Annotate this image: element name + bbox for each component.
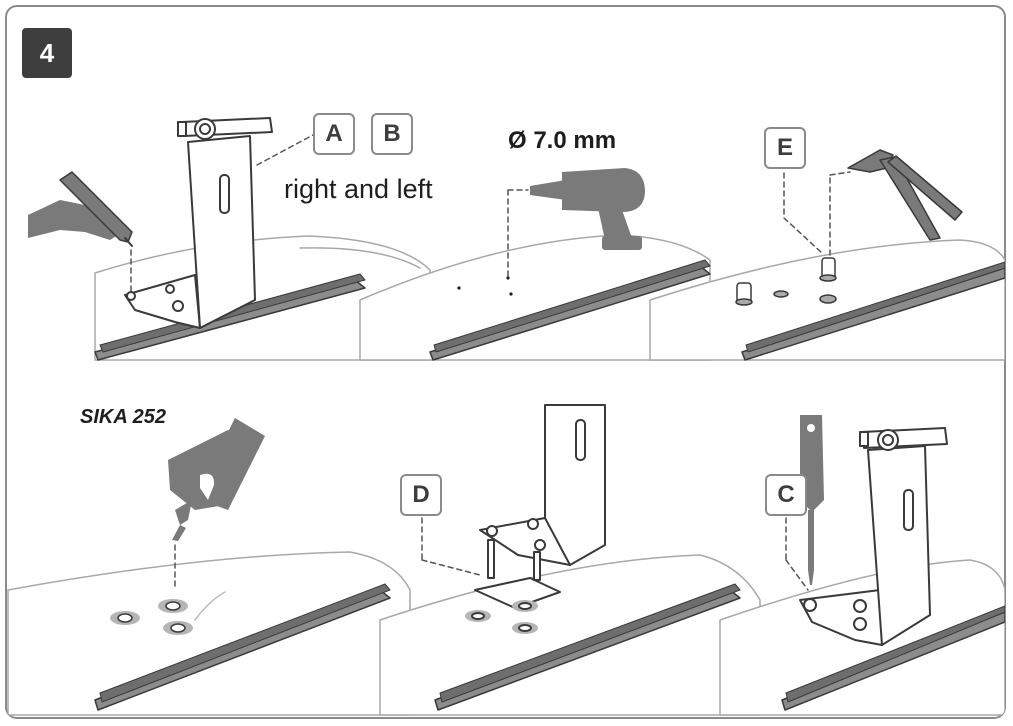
rivet-gun-icon	[847, 149, 963, 241]
callout-label-c: C	[765, 474, 807, 516]
bracket-foot-exploded	[421, 404, 606, 634]
sealant-product-label: SIKA 252	[80, 406, 166, 428]
panel-2-rail	[429, 259, 711, 361]
panel-3-rail	[741, 261, 1005, 361]
panel-5-rail	[434, 583, 741, 711]
callout-label-e: E	[764, 127, 806, 169]
step-number-badge: 4	[22, 28, 72, 78]
panel-4-rail	[94, 583, 391, 711]
rivets	[735, 171, 851, 306]
panel-5-surface	[379, 554, 761, 716]
mounting-bracket-icon	[124, 117, 314, 329]
panel-4-surface	[7, 551, 411, 716]
sealant-holes	[110, 591, 226, 635]
sealant-tube-icon	[168, 418, 265, 591]
sides-note: right and left	[284, 174, 433, 204]
panel-6-rail	[781, 605, 1005, 711]
panel-1-rail	[94, 273, 366, 361]
callout-label-b: B	[371, 113, 413, 155]
drill-diameter-label: Ø 7.0 mm	[508, 127, 617, 154]
callout-label-a: A	[313, 113, 355, 155]
callout-label-d: D	[400, 474, 442, 516]
drill-hole-marks	[457, 276, 513, 296]
power-drill-icon	[507, 168, 645, 277]
hand-marking-pen-icon	[28, 171, 133, 299]
mounted-bracket	[799, 427, 948, 646]
